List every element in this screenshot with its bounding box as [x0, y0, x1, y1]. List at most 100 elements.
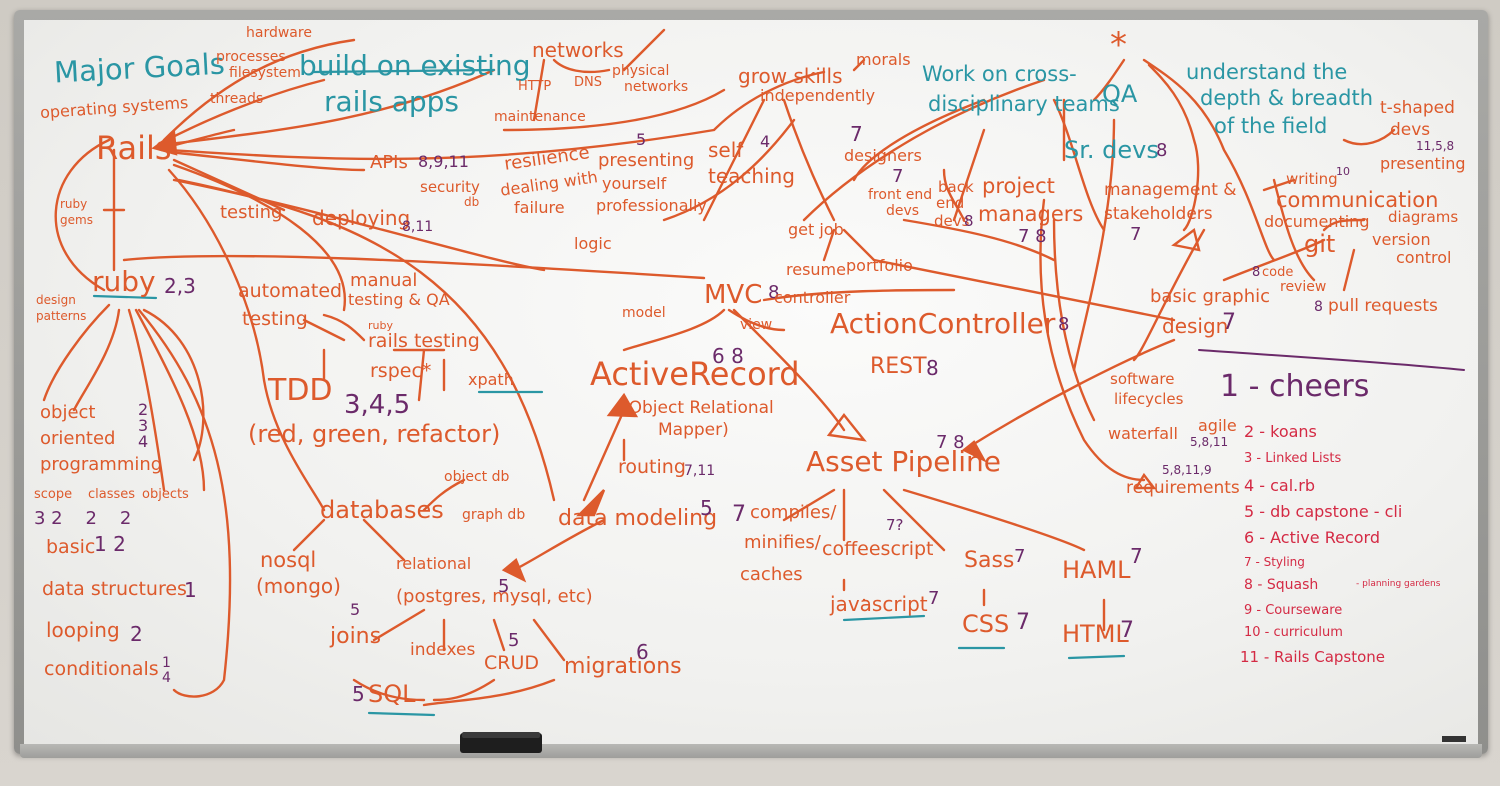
view-label: view	[740, 317, 773, 333]
writing-label: writing	[1286, 170, 1338, 188]
agile-label: agile	[1198, 416, 1237, 435]
basic-graphic-label: basic graphic	[1150, 286, 1271, 307]
presenting-field-label: presenting	[1380, 154, 1466, 173]
whiteboard: Major Goals build on existing rails apps…	[24, 20, 1478, 744]
arrowhead	[1133, 472, 1157, 490]
manual-label: manual	[350, 270, 418, 291]
http-label: HTTP	[518, 79, 552, 94]
squash-note: - planning gardens	[1356, 579, 1441, 589]
line	[167, 70, 826, 161]
pull-requests-label: pull requests	[1328, 296, 1438, 316]
t-shaped-devs-label: devs	[1390, 120, 1431, 140]
t-shaped-numbers: 11,5,8	[1416, 139, 1455, 153]
line	[882, 488, 946, 552]
tdd-label: TDD	[268, 373, 333, 408]
arrowhead	[826, 413, 867, 442]
line	[662, 118, 796, 222]
compiles-label: compiles/	[750, 502, 837, 523]
line	[1092, 58, 1126, 102]
data-structures-number: 1	[184, 578, 197, 602]
routing-label: routing	[618, 456, 686, 478]
get-job-label: get job	[788, 220, 844, 239]
build-heading: build on existing	[299, 49, 531, 82]
data-modeling-label: data modeling	[558, 506, 718, 531]
dns-label: DNS	[574, 75, 602, 90]
line	[1262, 178, 1296, 192]
ruby-small-label: ruby	[368, 319, 393, 332]
eraser	[460, 733, 542, 753]
deploying-numbers: 8,11	[402, 219, 434, 235]
migrations-number: 6	[636, 640, 649, 664]
independently-label: independently	[760, 86, 876, 105]
line	[622, 28, 666, 72]
professionally-label: professionally	[596, 196, 707, 215]
postgres-label: (postgres, mysql, etc)	[396, 586, 593, 607]
line	[134, 308, 206, 492]
joins-label: joins	[330, 624, 382, 649]
line	[852, 98, 986, 182]
rails-testing-label: rails testing	[368, 330, 480, 352]
minifies-label: minifies/	[744, 532, 821, 553]
waterfall-label: waterfall	[1108, 424, 1178, 443]
oop-label-1: object	[40, 402, 96, 423]
line	[582, 408, 626, 502]
sql-number: 5	[352, 682, 365, 706]
pull-requests-number: 8	[1314, 299, 1323, 315]
design-label: design	[36, 293, 76, 307]
documenting-label: documenting	[1264, 212, 1370, 231]
line	[432, 678, 496, 702]
line	[122, 254, 706, 280]
sr-devs-number: 8	[1156, 140, 1168, 161]
teaching-label: teaching	[708, 164, 796, 188]
active-record-numbers: 6 8	[712, 344, 744, 368]
indexes-label: indexes	[410, 640, 476, 660]
caches-label: caches	[740, 564, 803, 585]
marker-tray	[20, 744, 1482, 758]
graph-db-label: graph db	[462, 507, 526, 523]
lifecycles-label: lifecycles	[1114, 390, 1184, 408]
line	[732, 308, 846, 432]
portfolio-label: portfolio	[846, 256, 913, 275]
yourself-label: yourself	[602, 174, 667, 193]
legend-item: 6 - Active Record	[1244, 528, 1380, 547]
line	[552, 58, 611, 74]
line	[702, 98, 766, 222]
networks-label: networks	[532, 38, 624, 62]
nosql-label: nosql	[260, 548, 317, 572]
arrowhead	[501, 558, 527, 583]
javascript-label: javascript	[830, 592, 928, 616]
disciplinary-teams-label: disciplinary teams	[928, 92, 1120, 116]
line	[622, 308, 726, 352]
basic-label: basic	[46, 536, 96, 558]
designers-label: designers	[844, 146, 922, 165]
line	[362, 518, 406, 562]
haml-number: 7	[1130, 544, 1143, 568]
back-end-label-3: devs	[934, 212, 970, 230]
graphic-design-number: 7	[1222, 310, 1236, 335]
legend-item: 5 - db capstone - cli	[1244, 502, 1403, 521]
line	[322, 313, 366, 342]
requirements-numbers: 5,8,11,9	[1162, 463, 1212, 477]
mongo-label: (mongo)	[256, 574, 341, 598]
sr-devs-label: Sr. devs	[1064, 136, 1159, 164]
line	[167, 168, 326, 512]
haml-label: HAML	[1062, 556, 1131, 584]
qa-label: QA	[1102, 80, 1138, 108]
legend-item: 9 - Courseware	[1244, 603, 1343, 618]
line	[54, 138, 111, 292]
orm-label-2: Mapper)	[658, 420, 729, 440]
filesystem-label: filesystem	[229, 65, 301, 81]
line	[532, 58, 546, 122]
line	[1272, 178, 1316, 282]
presenting-number: 5	[636, 130, 647, 149]
line	[372, 608, 426, 642]
qa-star: *	[1110, 25, 1127, 65]
rails-apps-heading: rails apps	[324, 85, 460, 118]
line	[42, 303, 111, 402]
line	[162, 38, 356, 142]
line	[1222, 238, 1326, 282]
scope-label: scope	[34, 487, 73, 502]
line	[177, 178, 556, 502]
apis-label: APIs	[370, 152, 408, 173]
manual-testing-qa-label: testing & QA	[348, 290, 450, 309]
